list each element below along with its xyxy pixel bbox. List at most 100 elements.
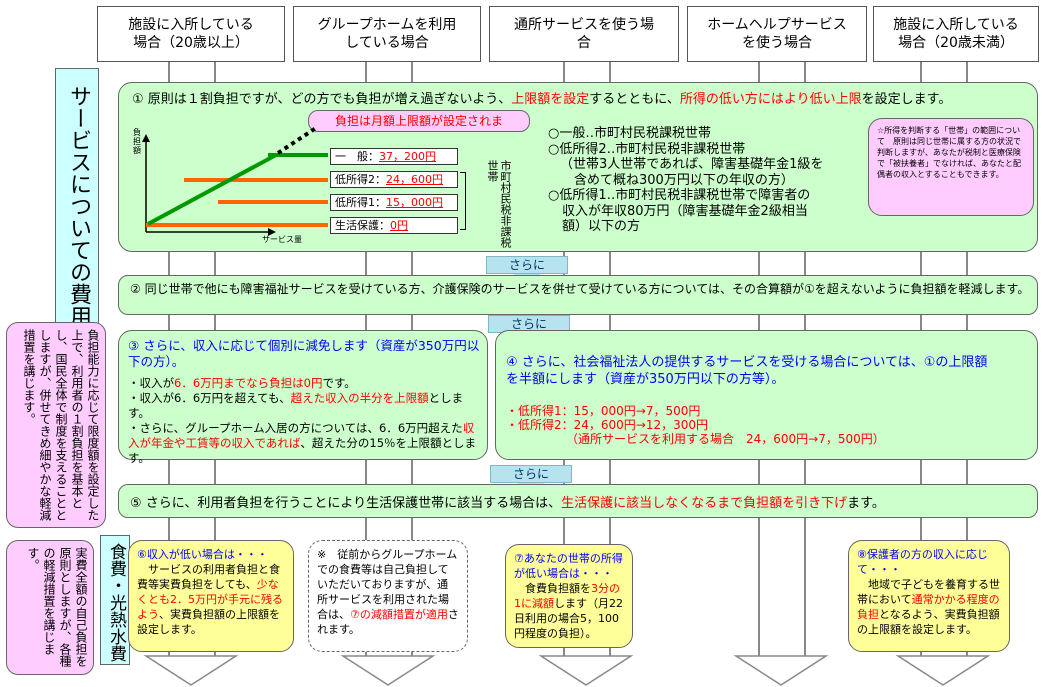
y-axis-label: 負担額 <box>133 128 141 155</box>
section-number: ③ <box>128 338 140 353</box>
text: を設定します。 <box>861 92 952 107</box>
red-text: ⑦の減額措置が適用 <box>350 608 448 621</box>
header-group-home: グループホームを利用 している場合 <box>293 6 481 62</box>
text: とします。 <box>128 391 464 420</box>
tier-amount: 24，600円 <box>386 173 443 186</box>
text: です。 <box>322 376 356 390</box>
text: ※ 従前からグループホームでの食費等は自己負担していただいておりますが、通所サー… <box>317 548 458 621</box>
x-axis-label: サービス量 <box>262 235 302 244</box>
box-title: ⑥収入が低い場合は・・・ <box>137 548 268 561</box>
red-text: 3分の1に減額 <box>514 582 620 610</box>
sarani-arrow-3: さらに <box>490 465 572 491</box>
tier-amount: 37，200円 <box>379 150 436 163</box>
down-arrow-1 <box>143 655 239 686</box>
section-4-content: ④ さらに、社会福祉法人の提供するサービスを受ける場合については、①の上限額を半… <box>506 354 996 446</box>
section-number: ④ <box>506 355 518 370</box>
red-text: 6．6万円までなら負担は0円 <box>174 376 323 390</box>
text: ます。 <box>847 496 885 511</box>
text: 同じ世帯で他にも障害福祉サービスを受けている方、介護保険のサービスを併せて受けて… <box>144 282 1030 296</box>
section-number: ⑤ <box>130 496 142 511</box>
dotted-extension <box>276 126 318 155</box>
text: 、超えた分の15％を上限額とします。 <box>128 436 477 465</box>
box-6-low-income: ⑥収入が低い場合は・・・ サービスの利用者負担と食費等実費負担をしても、少なくと… <box>128 540 294 652</box>
red-text: 収入が年金や工賃等の収入であれば <box>128 421 475 450</box>
down-arrow-3 <box>538 655 634 686</box>
def-line: 含めて概ね300万円以下の年収の方） <box>574 172 794 188</box>
burden-chart <box>142 126 328 236</box>
section-4-box <box>495 330 1038 460</box>
text: となるよう、実費負担額の上限額を設定します。 <box>857 608 1000 636</box>
header-adult-facility: 施設に入所している 場合（20歳以上） <box>97 6 285 62</box>
text: 原則は１割負担ですが、どの方でも負担が増え過ぎないよう、 <box>147 92 512 107</box>
service-fee-label: サービスについての費用 <box>55 68 99 330</box>
text: ・収入が <box>128 376 174 390</box>
section-number: ② <box>130 282 141 296</box>
section-number: ① <box>132 92 144 107</box>
non-taxable-label: 市町村民税非課税世帯 <box>486 160 512 248</box>
box-title: ⑧保護者の方の収入に応じて・・・ <box>857 548 988 576</box>
bottom-arrows <box>143 655 991 686</box>
tier-label: 生活保護： <box>335 219 390 232</box>
header-child-facility: 施設に入所している 場合（20歳未満） <box>873 6 1039 62</box>
section-5-box <box>118 484 1038 518</box>
text: するとともに、 <box>589 92 680 107</box>
tier-amount: 0円 <box>390 219 408 232</box>
down-arrow-5 <box>895 655 991 686</box>
text: されます。 <box>317 608 459 636</box>
section-title: さらに、社会福祉法人の提供するサービスを受ける場合については、①の上限額を半額に… <box>506 355 988 387</box>
red-text: 生活保護に該当しなくなるまで負担額を引き下げ <box>561 496 848 511</box>
header-home-help: ホームヘルプサービス を使う場合 <box>687 6 867 62</box>
text: ・収入が6．6万円を超えても、 <box>128 391 291 405</box>
section-title: さらに、収入に応じて個別に減免します（資産が350万円以下の方）。 <box>128 338 480 369</box>
food-note-balloon: 実費全額の自己負担を原則としますが、各種の軽減措置を講じます。 <box>6 540 94 675</box>
service-note-balloon: 負担能力に応じて限度額を設定した上で、利用者の１割負担を基本とし、国民全体で制度… <box>6 322 106 528</box>
income-definitions: ○一般‥市町村民税課税世帯 ○低所得2‥市町村民税非課税世帯 （世帯3人世帯であ… <box>548 126 848 235</box>
tier-label: 低所得2： <box>335 173 386 186</box>
red-text: 所得の低い方にはより低い上限 <box>679 92 862 107</box>
def-line: 収入が年収80万円（障害基礎年金2級相当 <box>562 203 808 219</box>
def-line: 額）以下の方 <box>562 219 641 234</box>
y-axis-arrow <box>142 134 150 142</box>
tier-label: 低所得1： <box>335 196 386 209</box>
text: 地域で子どもを養育する世帯において <box>857 578 1000 606</box>
def-line: （世帯3人世帯であれば、障害基礎年金1級を <box>560 157 824 172</box>
section-3-box <box>118 330 488 460</box>
green-rising-line <box>147 153 277 226</box>
red-text: 上限額を設定 <box>511 92 590 107</box>
header-label: ホームヘルプサービス を使う場合 <box>707 17 847 51</box>
down-arrow-2 <box>340 655 436 686</box>
def-line: ○低所得1‥市町村民税非課税世帯で障害者の <box>548 188 811 203</box>
bracket-brace <box>460 172 466 230</box>
section-2-text: ② 同じ世帯で他にも障害福祉サービスを受けている方、介護保険のサービスを併せて受… <box>130 281 1030 297</box>
reduction-line: ・低所得1：15，000円→7，500円 <box>506 404 701 418</box>
tier-general: 一 般：37，200円 <box>330 148 458 165</box>
def-line: ○低所得2‥市町村民税非課税世帯 <box>548 141 746 157</box>
box-8-guardian-income: ⑧保護者の方の収入に応じて・・・ 地域で子どもを養育する世帯において通常かかる程… <box>848 540 1010 652</box>
down-arrow-4 <box>733 655 829 686</box>
tier-amount: 15，000円 <box>386 196 443 209</box>
x-axis-arrow <box>268 228 276 236</box>
bullet-3: ・さらに、グループホーム入居の方については、6．6万円超えた収入が年金や工賃等の… <box>128 421 480 466</box>
header-label: 通所サービスを使う場 合 <box>514 17 654 51</box>
def-line: ○一般‥市町村民税課税世帯 <box>548 126 712 141</box>
section-1-title: ① 原則は１割負担ですが、どの方でも負担が増え過ぎないよう、上限額を設定するとと… <box>132 92 1022 108</box>
text: 食費負担額を <box>525 582 591 595</box>
header-label: グループホームを利用 している場合 <box>317 17 457 51</box>
text: 、実費負担額の上限額を設定します。 <box>137 608 280 636</box>
tier-low-income-1: 低所得1：15，000円 <box>330 194 458 211</box>
tier-welfare: 生活保護：0円 <box>330 217 458 234</box>
sarani-arrow-1: さらに <box>486 256 568 282</box>
red-text: 超えた収入の半分を上限額 <box>290 391 429 405</box>
section-3-content: ③ さらに、収入に応じて個別に減免します（資産が350万円以下の方）。 ・収入が… <box>128 338 480 466</box>
tier-low-income-2: 低所得2：24，600円 <box>330 171 458 188</box>
section-2-box <box>118 275 1038 315</box>
reduction-line: ・低所得2：24，600円→12，300円 <box>506 418 709 432</box>
text: します（月22日利用の場合5，100円程度の負担）。 <box>514 597 623 640</box>
household-note-balloon: ☆所得を判断する「世帯」の範囲について 原則は同じ世帯に属する方の状況で判断しま… <box>868 118 1034 216</box>
red-text: 通常かかる程度の負担 <box>857 593 1000 621</box>
text: サービスの利用者負担と食費等実費負担をしても、 <box>137 563 280 591</box>
header-label: 施設に入所している 場合（20歳未満） <box>893 17 1019 51</box>
reduction-line: （通所サービスを利用する場合 24，600円→7，500円） <box>566 432 885 446</box>
header-label: 施設に入所している 場合（20歳以上） <box>128 17 254 51</box>
monthly-cap-callout: 負担は月額上限額が設定されま <box>308 110 530 132</box>
